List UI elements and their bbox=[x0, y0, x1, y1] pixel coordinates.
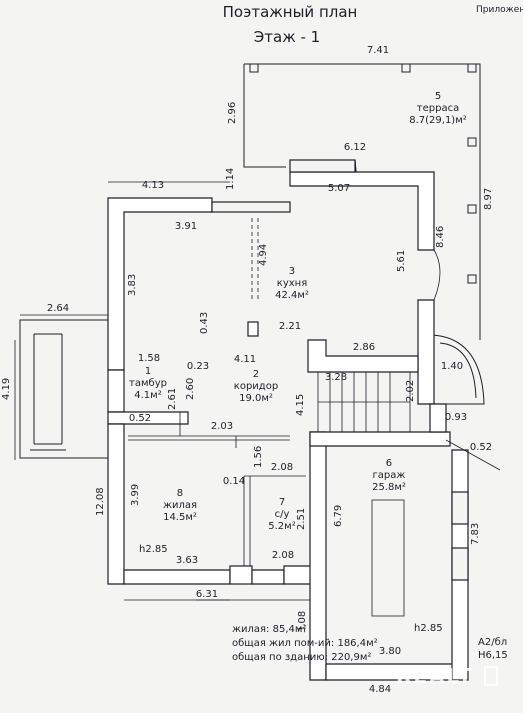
room-area: 8.7(29,1)м² bbox=[409, 115, 467, 126]
room-number: 6 bbox=[385, 458, 393, 469]
dim-label: 4.19 bbox=[1, 377, 12, 400]
garage-car bbox=[371, 499, 405, 617]
dim-label: 1.40 bbox=[440, 361, 464, 372]
dim-label: 2.51 bbox=[296, 507, 307, 530]
dim-label: 3.91 bbox=[174, 221, 198, 232]
terrace-column bbox=[467, 274, 477, 284]
dim-label: 0.23 bbox=[186, 361, 210, 372]
room-terrace: 5 терраса 8.7(29,1)м² bbox=[409, 91, 467, 127]
dim-label: 2.03 bbox=[210, 421, 234, 432]
dim-label: 4.94 bbox=[258, 243, 269, 266]
room-area: 25.8м² bbox=[372, 482, 406, 493]
dim-label: 5.07 bbox=[327, 183, 351, 194]
terrace-column bbox=[467, 63, 477, 73]
dim-label: 0.52 bbox=[469, 442, 493, 453]
room-name: тамбур bbox=[129, 378, 167, 389]
dim-label: 2.21 bbox=[278, 321, 302, 332]
summary-living-area: жилая: 85,4м² bbox=[232, 624, 307, 635]
dim-label: 8.46 bbox=[435, 225, 446, 248]
watermark-icon bbox=[484, 666, 498, 686]
dim-label: 2.61 bbox=[167, 387, 178, 410]
dim-label: 1.56 bbox=[253, 445, 264, 468]
dim-label: 4.13 bbox=[141, 180, 165, 191]
summary-total-building: общая по зданию: 220,9м² bbox=[232, 652, 372, 663]
room-number: 3 bbox=[288, 266, 296, 277]
terrace-column bbox=[401, 63, 411, 73]
terrace-column bbox=[249, 63, 259, 73]
dim-label: 6.79 bbox=[333, 504, 344, 527]
dim-label: 4.15 bbox=[295, 393, 306, 416]
dim-label: h2.85 bbox=[139, 544, 168, 555]
dim-label: 3.28 bbox=[324, 372, 348, 383]
room-area: 14.5м² bbox=[163, 512, 197, 523]
dim-label: 0.43 bbox=[199, 311, 210, 334]
room-area: 19.0м² bbox=[239, 393, 273, 404]
column-kitchen bbox=[247, 321, 259, 337]
room-area: 42.4м² bbox=[275, 290, 309, 301]
dim-label: 2.60 bbox=[185, 377, 196, 400]
dim-label: 2.02 bbox=[405, 379, 416, 402]
dim-label: 3.83 bbox=[127, 273, 138, 296]
area-summary: жилая: 85,4м² общая жил пом-ий: 186,4м² … bbox=[232, 623, 378, 665]
dim-label: 2.96 bbox=[227, 101, 238, 124]
room-kitchen: 3 кухня 42.4м² bbox=[275, 266, 309, 302]
room-name: терраса bbox=[416, 103, 460, 114]
room-living: 8 жилая 14.5м² bbox=[163, 488, 197, 524]
room-name: коридор bbox=[233, 381, 279, 392]
room-corridor: 2 коридор 19.0м² bbox=[234, 369, 278, 405]
dim-label: 12.08 bbox=[95, 487, 106, 516]
dim-label: h2.85 bbox=[414, 623, 443, 634]
room-name: с/у bbox=[274, 509, 290, 520]
room-number: 2 bbox=[252, 369, 260, 380]
dim-label: 0.14 bbox=[222, 476, 246, 487]
dim-label: 2.64 bbox=[46, 303, 70, 314]
dim-label: 3.80 bbox=[378, 646, 402, 657]
dim-label: 3.63 bbox=[175, 555, 199, 566]
dim-label: 0.52 bbox=[128, 413, 152, 424]
dim-label: 6.12 bbox=[343, 142, 367, 153]
bay-window bbox=[431, 334, 485, 405]
dim-label: 1.58 bbox=[137, 353, 161, 364]
room-garage: 6 гараж 25.8м² bbox=[372, 458, 406, 494]
floor-label: Этаж - 1 bbox=[253, 28, 321, 46]
room-number: 1 bbox=[144, 366, 152, 377]
watermark-logo: REALT bbox=[396, 664, 474, 688]
dim-label: 7.83 bbox=[470, 522, 481, 545]
corner-note: Приложени bbox=[476, 5, 523, 15]
dim-label: 4.84 bbox=[368, 684, 392, 695]
room-name: кухня bbox=[276, 278, 308, 289]
room-number: 5 bbox=[434, 91, 442, 102]
terrace-column bbox=[467, 204, 477, 214]
dim-label: 3.99 bbox=[130, 483, 141, 506]
room-name: гараж bbox=[372, 470, 406, 481]
dim-label: 5.61 bbox=[396, 249, 407, 272]
room-number: 7 bbox=[278, 497, 286, 508]
room-bathroom: 7 с/у 5.2м² bbox=[268, 497, 295, 533]
porch bbox=[19, 319, 109, 459]
dim-label: 4.11 bbox=[233, 354, 257, 365]
room-area: 5.2м² bbox=[268, 521, 296, 532]
room-vestibule: 1 тамбур 4.1м² bbox=[129, 366, 167, 402]
dim-label: 1.14 bbox=[225, 167, 236, 190]
dim-label: 0.93 bbox=[444, 412, 468, 423]
dim-label: 6.31 bbox=[195, 589, 219, 600]
plan-title: Поэтажный план bbox=[222, 3, 358, 21]
summary-total-living: общая жил пом-ий: 186,4м² bbox=[232, 638, 378, 649]
dim-label: 2.86 bbox=[352, 342, 376, 353]
terrace-column bbox=[467, 137, 477, 147]
dim-label: 2.08 bbox=[271, 550, 295, 561]
dim-label: 8.97 bbox=[483, 187, 494, 210]
dim-label: 2.08 bbox=[270, 462, 294, 473]
room-number: 8 bbox=[176, 488, 184, 499]
stamp-line1: A2/бл bbox=[478, 637, 508, 648]
room-area: 4.1м² bbox=[134, 390, 162, 401]
room-name: жилая bbox=[162, 500, 198, 511]
terrace-outline bbox=[243, 64, 286, 168]
stamp-line2: H6,15 bbox=[478, 650, 508, 661]
dim-label: 7.41 bbox=[366, 45, 390, 56]
